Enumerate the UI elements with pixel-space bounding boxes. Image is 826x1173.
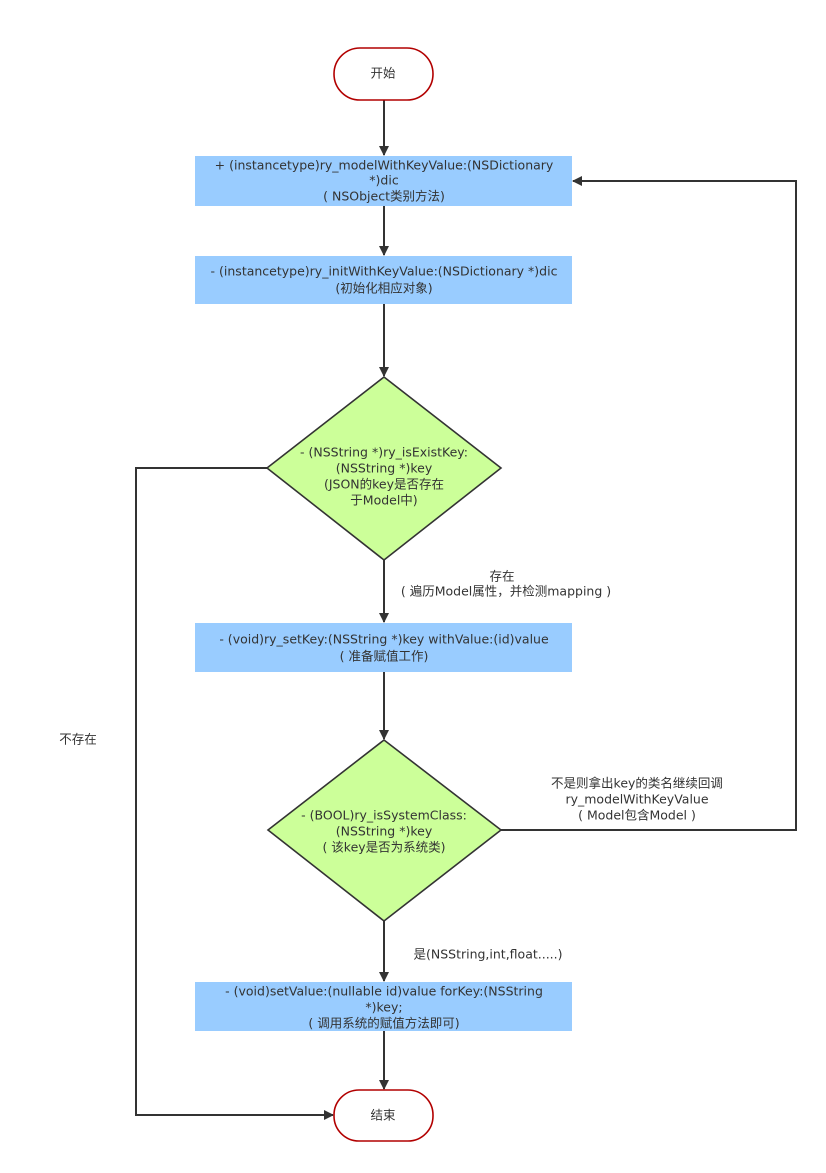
node-text-line: - (void)ry_setKey:(NSString *)key withVa… (219, 632, 549, 647)
edge-label-exists: 存在 (489, 569, 514, 584)
init-with-key-value-node: - (instancetype)ry_initWithKeyValue:(NSD… (195, 256, 572, 304)
edge-label-exists-detail: ( 遍历Model属性，并检测mapping ) (401, 584, 611, 599)
node-text-line: (NSString *)key (336, 824, 433, 839)
start-node: 开始 (333, 47, 434, 101)
node-text-line: ( 调用系统的赋值方法即可) (308, 1016, 459, 1031)
edge-label-not-system: 不是则拿出key的类名继续回调 (551, 776, 723, 791)
end-node: 结束 (333, 1089, 434, 1142)
node-text-line: - (void)setValue:(nullable id)value forK… (225, 984, 543, 999)
node-text-line: - (NSString *)ry_isExistKey: (300, 445, 468, 460)
set-value-node: - (void)setValue:(nullable id)value forK… (195, 982, 572, 1031)
node-text-line: (初始化相应对象) (335, 281, 432, 296)
node-text-line: *)key; (365, 1000, 402, 1015)
is-system-class-decision: - (BOOL)ry_isSystemClass: (NSString *)ke… (266, 738, 503, 923)
set-key-node: - (void)ry_setKey:(NSString *)key withVa… (195, 623, 572, 672)
node-text-line: ( 该key是否为系统类) (322, 840, 445, 855)
end-label: 结束 (370, 1108, 396, 1123)
edge-label-is-system: 是(NSString,int,float.....) (413, 947, 562, 962)
node-text-line: ( NSObject类别方法) (323, 189, 445, 204)
edge-label-not-system: ry_modelWithKeyValue (565, 792, 708, 807)
edge-not-system-loopback (501, 176, 797, 831)
edge-label-not-exists: 不存在 (59, 732, 97, 747)
node-text-line: - (BOOL)ry_isSystemClass: (301, 808, 467, 823)
edge-not-exists-to-end (135, 467, 334, 1120)
node-text-line: (NSString *)key (336, 461, 433, 476)
node-text-line: ( 准备赋值工作) (340, 649, 429, 664)
start-label: 开始 (370, 66, 396, 81)
node-text-line: + (instancetype)ry_modelWithKeyValue:(NS… (215, 158, 554, 173)
node-text-line: 于Model中) (350, 493, 417, 508)
node-text-line: (JSON的key是否存在 (324, 477, 444, 492)
model-with-key-value-node: + (instancetype)ry_modelWithKeyValue:(NS… (195, 156, 572, 206)
edge-label-not-system: ( Model包含Model ) (578, 808, 696, 823)
node-text-line: *)dic (369, 173, 399, 188)
is-exist-key-decision: - (NSString *)ry_isExistKey: (NSString *… (265, 375, 503, 562)
node-text-line: - (instancetype)ry_initWithKeyValue:(NSD… (211, 264, 558, 279)
